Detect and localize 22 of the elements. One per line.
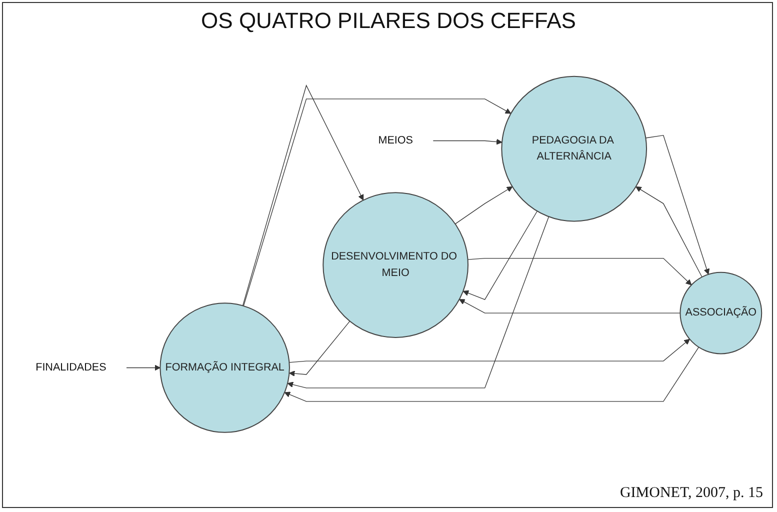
node-circle: FORMAÇÃO INTEGRAL xyxy=(160,302,290,432)
arrow xyxy=(284,346,700,402)
arrow xyxy=(462,210,538,300)
arrow xyxy=(242,84,364,306)
arrow xyxy=(288,338,690,362)
arrow xyxy=(288,320,350,376)
node-circle: DESENVOLVIMENTO DO MEIO xyxy=(322,192,468,338)
caption: GIMONET, 2007, p. 15 xyxy=(620,485,763,502)
node-circle: ASSOCIAÇÃO xyxy=(680,271,762,354)
arrow xyxy=(432,138,502,144)
arrow xyxy=(126,364,160,370)
arrow xyxy=(243,98,512,306)
arrow xyxy=(467,258,692,285)
arrow xyxy=(287,216,550,388)
node-text: FINALIDADES xyxy=(36,361,106,373)
node-circle: PEDAGOGIA DA ALTERNÂNCIA xyxy=(501,75,648,222)
arrow xyxy=(645,134,710,274)
arrow xyxy=(459,298,681,313)
title: OS QUATRO PILARES DOS CEFFAS xyxy=(200,8,577,34)
arrow xyxy=(636,186,702,277)
arrow xyxy=(454,186,513,224)
node-text: MEIOS xyxy=(378,134,413,146)
